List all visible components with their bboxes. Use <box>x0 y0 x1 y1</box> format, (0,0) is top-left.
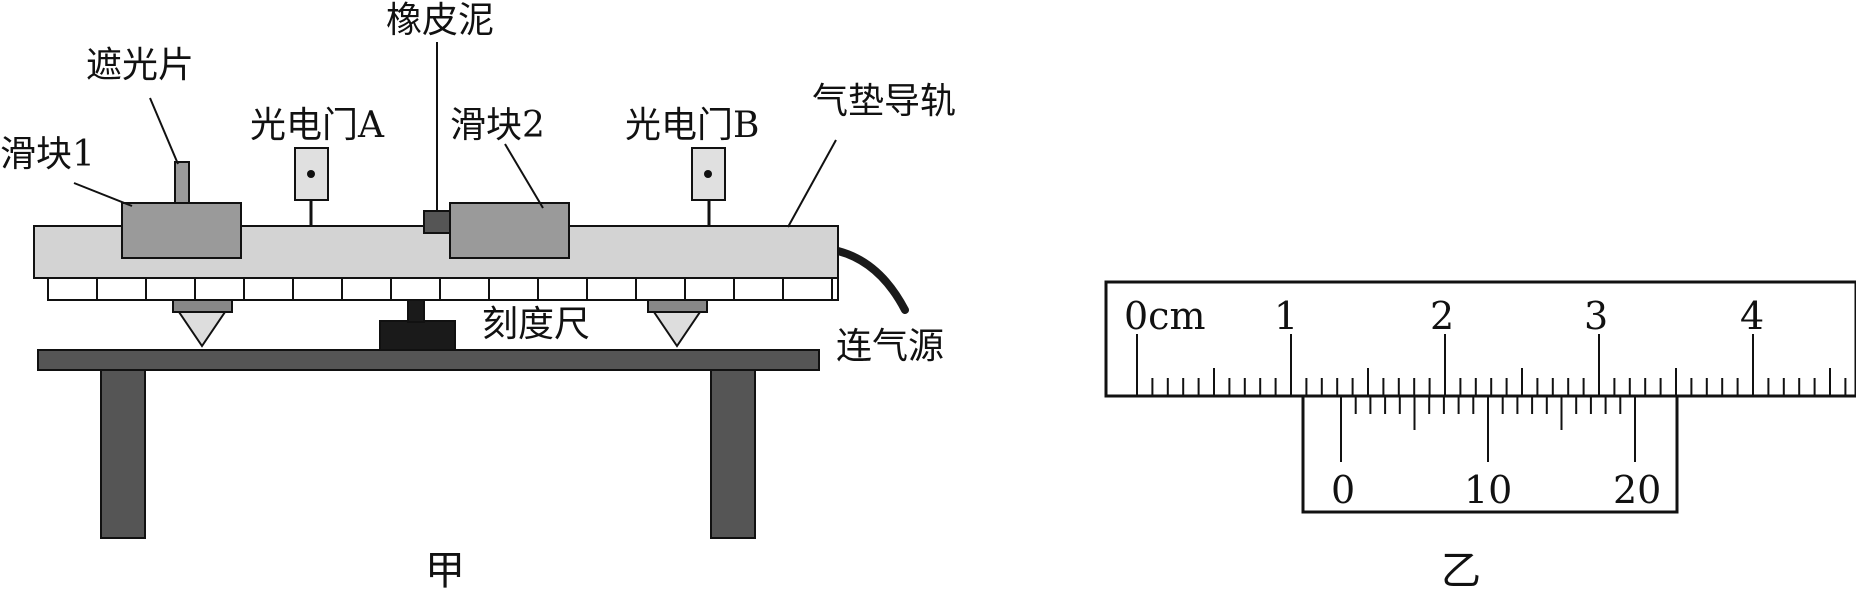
vernier-label-10: 10 <box>1464 468 1512 512</box>
label-photogate-a: 光电门A <box>250 105 385 146</box>
label-photogate-b: 光电门B <box>625 105 759 146</box>
main-label-2: 2 <box>1430 294 1454 338</box>
caption-figure-a: 甲 <box>425 548 465 592</box>
main-label-4: 4 <box>1740 294 1764 338</box>
track-ruler <box>47 277 839 301</box>
table-top <box>37 349 820 371</box>
plasticine-block <box>423 210 451 234</box>
table-leg-right <box>710 367 756 539</box>
vernier-scale-body <box>1301 394 1679 514</box>
label-shading-plate: 遮光片 <box>86 45 194 86</box>
vernier-scale-ticks <box>1340 396 1636 462</box>
label-scale: 刻度尺 <box>482 304 590 345</box>
leader-lines <box>73 42 837 228</box>
caption-figure-b: 乙 <box>1441 548 1481 592</box>
photogate-a <box>294 147 329 226</box>
photogate-b <box>691 147 726 226</box>
scale-stand-post <box>407 297 425 323</box>
air-track-apparatus: 滑块1 遮光片 光电门A 橡皮泥 滑块2 光电门B 气垫导轨 刻度尺 连气源 甲 <box>0 0 956 592</box>
table-leg-left <box>100 367 146 539</box>
air-hose <box>834 247 909 314</box>
label-plasticine: 橡皮泥 <box>386 0 494 41</box>
main-scale-ticks <box>1136 334 1847 396</box>
main-label-1: 1 <box>1274 294 1298 338</box>
slider-1 <box>121 161 242 259</box>
label-slider-1: 滑块1 <box>0 134 95 175</box>
label-slider-2: 滑块2 <box>450 105 545 146</box>
vernier-label-20: 20 <box>1613 468 1661 512</box>
scale-stand-base <box>379 320 456 351</box>
label-air-source: 连气源 <box>836 326 944 367</box>
vernier-caliper: 0cm 1 2 3 4 0 10 20 乙 <box>1104 280 1856 592</box>
vernier-label-0: 0 <box>1331 468 1355 512</box>
label-air-track: 气垫导轨 <box>812 81 956 122</box>
main-label-0cm: 0cm <box>1124 294 1206 338</box>
slider-2 <box>423 202 570 259</box>
main-label-3: 3 <box>1584 294 1608 338</box>
